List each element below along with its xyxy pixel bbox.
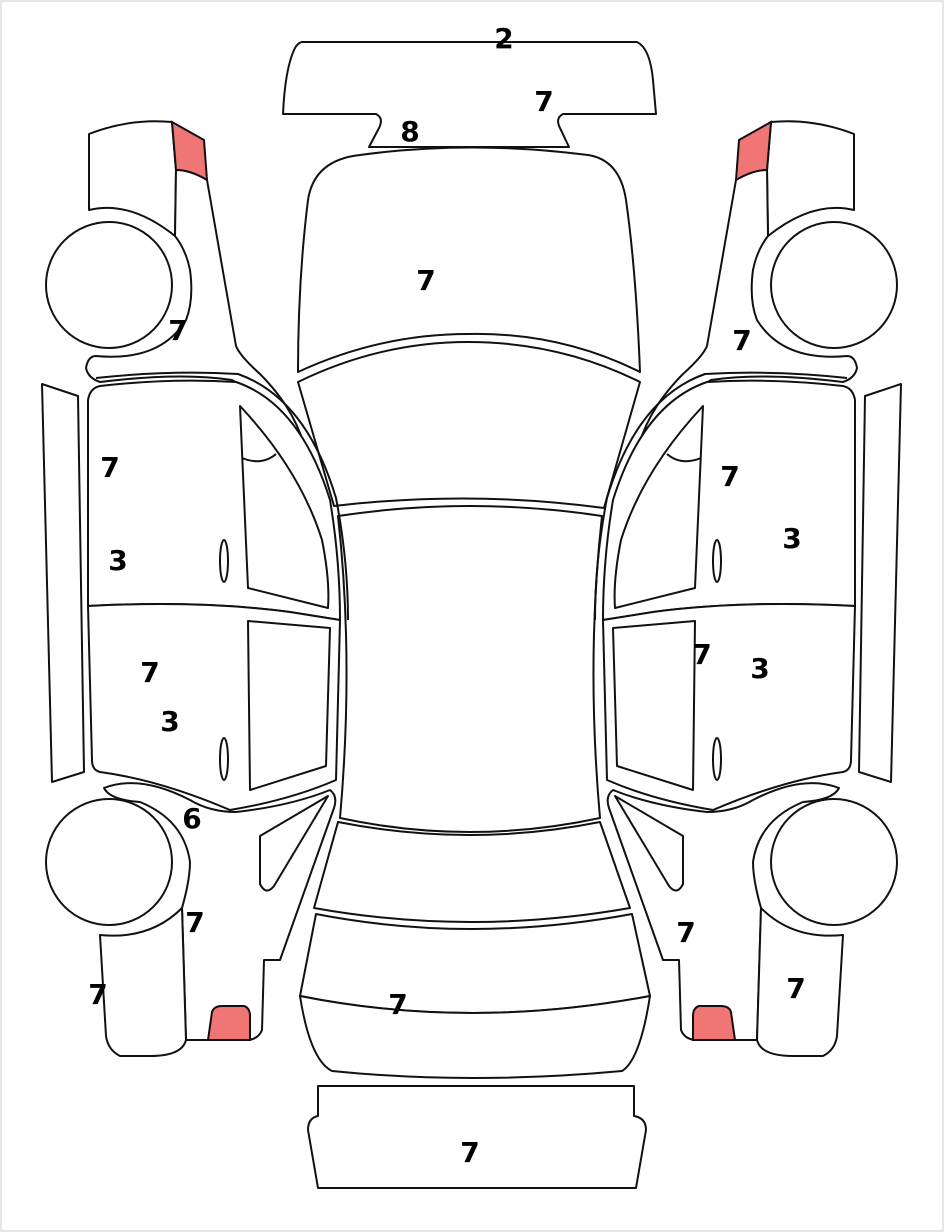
left-rocker-strip[interactable] bbox=[41, 383, 85, 783]
right-rear-window[interactable] bbox=[612, 620, 696, 791]
label-right-rear-door-b: 3 bbox=[750, 652, 770, 685]
right-front-door-frame bbox=[594, 371, 848, 621]
roof-panel[interactable] bbox=[337, 505, 603, 833]
windshield-panel[interactable] bbox=[297, 341, 641, 509]
label-front-bumper-top: 2 bbox=[494, 22, 514, 55]
right-rear-wheel[interactable] bbox=[770, 798, 898, 926]
right-front-corner-panel[interactable] bbox=[766, 120, 855, 237]
hood-panel[interactable] bbox=[297, 146, 641, 373]
left-front-fender-panel[interactable] bbox=[85, 169, 307, 456]
left-quarter-window[interactable] bbox=[259, 795, 329, 892]
label-left-rocker: 6 bbox=[182, 802, 202, 835]
label-front-bumper-left: 8 bbox=[400, 115, 420, 148]
right-front-door-handle[interactable] bbox=[712, 539, 722, 583]
rear-panel[interactable] bbox=[299, 995, 651, 1079]
right-front-window[interactable] bbox=[613, 405, 704, 609]
label-left-front-door-a: 7 bbox=[100, 451, 120, 484]
left-front-door-frame bbox=[95, 371, 349, 621]
left-front-corner-panel[interactable] bbox=[88, 120, 177, 237]
label-right-front-fender: 7 bbox=[732, 324, 752, 357]
right-front-wheel[interactable] bbox=[770, 221, 898, 349]
front-bumper-panel[interactable] bbox=[282, 41, 657, 148]
label-right-rear-quarter: 7 bbox=[676, 916, 696, 949]
label-trunk: 7 bbox=[388, 988, 408, 1021]
right-taillight[interactable] bbox=[692, 1005, 737, 1041]
left-taillight[interactable] bbox=[206, 1005, 251, 1041]
left-rear-corner-panel[interactable] bbox=[99, 907, 187, 1057]
left-rear-window[interactable] bbox=[247, 620, 331, 791]
left-rear-wheel[interactable] bbox=[45, 798, 173, 926]
right-mirror-outline bbox=[666, 453, 702, 463]
left-front-window[interactable] bbox=[239, 405, 330, 609]
label-rear-bumper: 7 bbox=[460, 1136, 480, 1169]
label-right-front-door-b: 3 bbox=[782, 522, 802, 555]
label-hood: 7 bbox=[416, 264, 436, 297]
right-quarter-window[interactable] bbox=[614, 795, 684, 892]
right-front-fender-panel[interactable] bbox=[636, 169, 858, 456]
right-rear-corner-panel[interactable] bbox=[756, 907, 844, 1057]
right-rocker-strip[interactable] bbox=[858, 383, 902, 783]
label-left-rear-quarter: 7 bbox=[185, 906, 205, 939]
label-left-rear-door-a: 7 bbox=[140, 656, 160, 689]
label-left-rear-bumper-side: 7 bbox=[88, 978, 108, 1011]
right-rear-door-handle[interactable] bbox=[712, 737, 722, 781]
label-left-rear-door-b: 3 bbox=[160, 705, 180, 738]
left-mirror-outline bbox=[241, 453, 277, 463]
label-right-rear-bumper-side: 7 bbox=[786, 972, 806, 1005]
label-front-bumper-right: 7 bbox=[534, 85, 554, 118]
label-left-front-door-b: 3 bbox=[108, 544, 128, 577]
rear-window-panel[interactable] bbox=[313, 821, 631, 923]
rear-bumper-panel[interactable] bbox=[307, 1085, 647, 1189]
left-front-door-handle[interactable] bbox=[219, 539, 229, 583]
left-front-wheel[interactable] bbox=[45, 221, 173, 349]
label-right-front-door-a: 7 bbox=[720, 460, 740, 493]
trunk-panel[interactable] bbox=[299, 913, 651, 1014]
label-right-rear-door-a: 7 bbox=[692, 638, 712, 671]
label-left-front-fender: 7 bbox=[168, 314, 188, 347]
left-rear-door-handle[interactable] bbox=[219, 737, 229, 781]
